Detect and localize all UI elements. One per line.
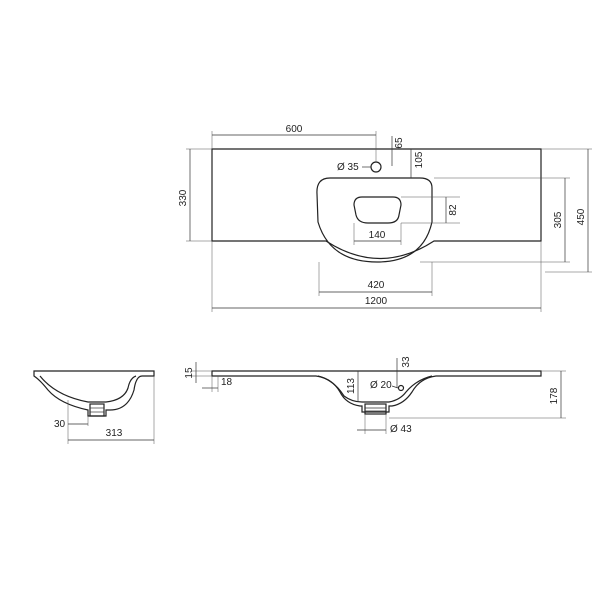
side-drain [89, 403, 105, 417]
leader-overflow [391, 385, 399, 389]
drain-outline [353, 196, 402, 224]
dim-label-113: 113 [346, 378, 357, 394]
side-section: 30 313 [33, 370, 155, 444]
label-overflow: Ø 20 [370, 380, 392, 391]
dim-label-305: 305 [553, 211, 564, 228]
side-section-outline [33, 370, 155, 417]
countertop-outline [211, 148, 542, 260]
top-view: 600 330 65 Ø 35 105 82 140 305 [178, 124, 592, 312]
dim-label-420: 420 [368, 280, 385, 291]
dim-label-1200: 1200 [365, 296, 388, 307]
front-section-inner [317, 375, 433, 403]
front-section: 15 18 113 33 Ø 20 Ø 43 178 [184, 356, 566, 435]
dim-label-450: 450 [576, 208, 587, 225]
side-section-inner [39, 375, 137, 403]
dim-label-313: 313 [106, 428, 123, 439]
dim-label-82: 82 [448, 204, 459, 216]
dim-label-30: 30 [54, 419, 66, 430]
dim-label-330: 330 [178, 189, 189, 206]
tap-hole [370, 161, 382, 173]
front-section-outline [211, 370, 542, 413]
dim-label-33: 33 [401, 356, 412, 368]
overflow-hole [397, 384, 405, 392]
dim-label-18: 18 [221, 377, 233, 388]
bowl-outline [316, 177, 433, 263]
dim-label-65: 65 [394, 137, 405, 149]
dim-label-15: 15 [184, 367, 195, 379]
dim-label-178: 178 [549, 387, 560, 404]
dim-label-105: 105 [414, 151, 425, 168]
dim-label-600: 600 [286, 124, 303, 135]
dim-label-43: Ø 43 [390, 424, 412, 435]
dim-label-140: 140 [369, 230, 386, 241]
label-tap-hole: Ø 35 [337, 162, 359, 173]
front-drain [364, 403, 387, 415]
